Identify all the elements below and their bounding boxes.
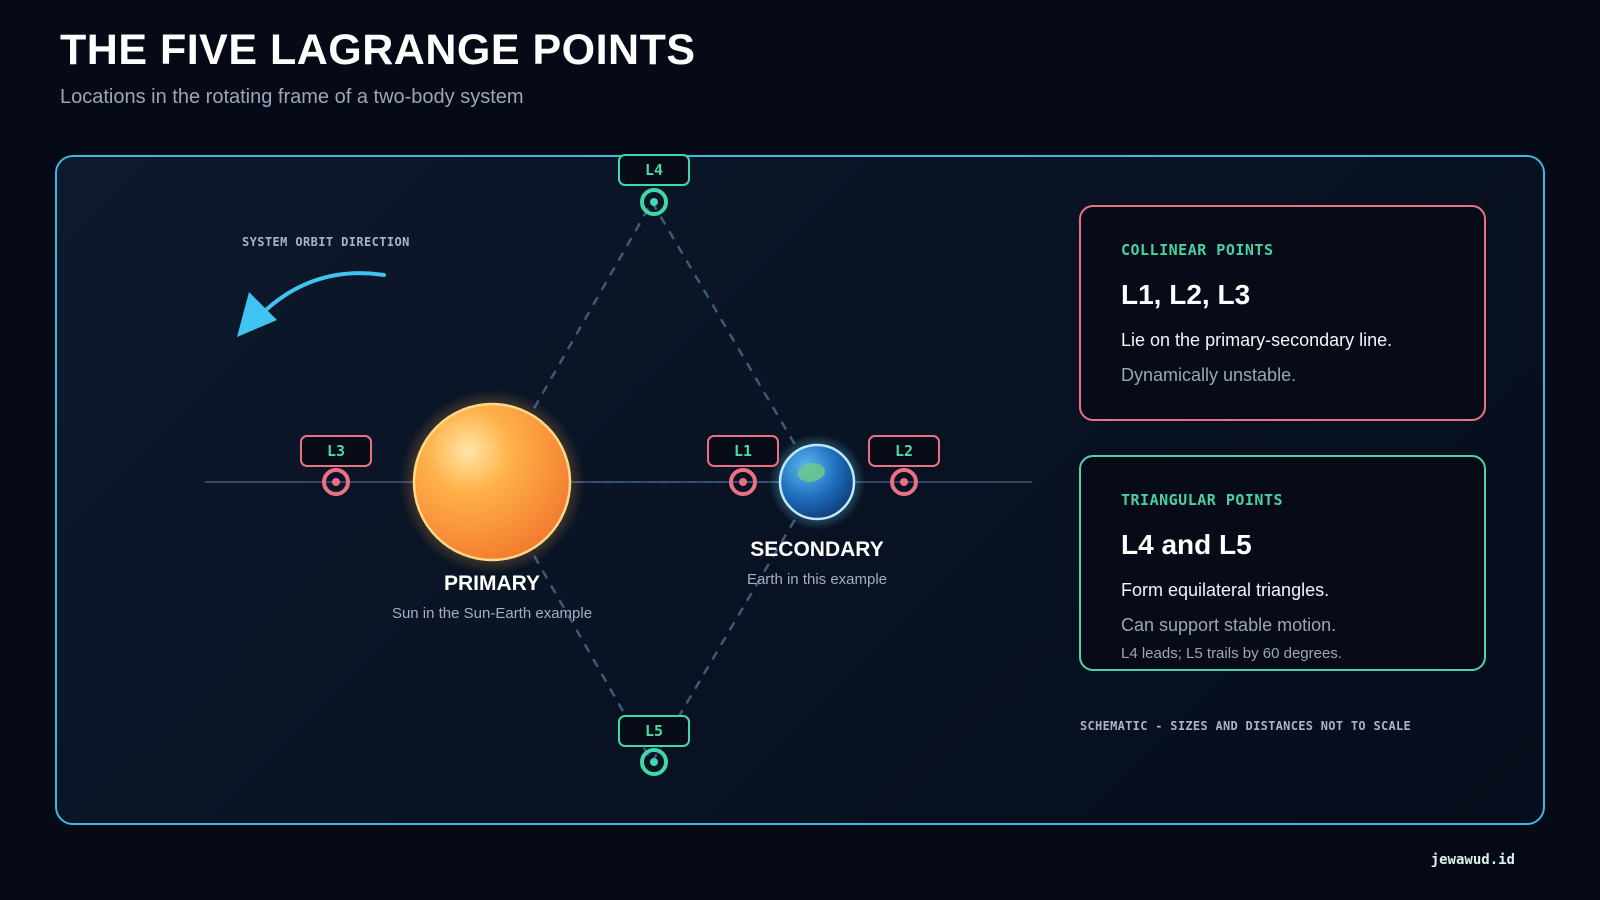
scale-disclaimer: SCHEMATIC - SIZES AND DISTANCES NOT TO S…	[1080, 719, 1412, 733]
lagrange-diagram: SYSTEM ORBIT DIRECTION PRIMARY Sun in th…	[205, 154, 1032, 776]
primary-label: PRIMARY	[444, 572, 540, 595]
orbit-arrow-head-icon	[237, 292, 277, 337]
secondary-label: SECONDARY	[750, 538, 883, 561]
card-kicker: TRIANGULAR POINTS	[1121, 491, 1284, 509]
lagrange-point-L1[interactable]: L1	[707, 435, 779, 496]
point-label-L3: L3	[327, 442, 345, 460]
secondary-land-icon	[797, 462, 825, 483]
triangular-points-card: TRIANGULAR POINTS L4 and L5 Form equilat…	[1079, 455, 1486, 671]
orbit-direction-label: SYSTEM ORBIT DIRECTION	[242, 235, 410, 249]
card-footnote: L4 leads; L5 trails by 60 degrees.	[1121, 645, 1342, 662]
card-heading: L1, L2, L3	[1121, 279, 1251, 310]
point-label-L2: L2	[895, 442, 913, 460]
point-marker-icon	[640, 748, 668, 776]
card-description: Form equilateral triangles.	[1121, 580, 1330, 600]
point-marker-icon	[322, 468, 350, 496]
card-kicker: COLLINEAR POINTS	[1121, 241, 1274, 259]
primary-caption: Sun in the Sun-Earth example	[392, 605, 592, 622]
card-description: Lie on the primary-secondary line.	[1121, 330, 1393, 350]
secondary-caption: Earth in this example	[747, 571, 887, 588]
point-marker-icon	[729, 468, 757, 496]
point-marker-icon	[640, 188, 668, 216]
card-note: Dynamically unstable.	[1121, 365, 1297, 385]
lagrange-point-L2[interactable]: L2	[868, 435, 940, 496]
footer-credit: jewawud.id	[1430, 852, 1515, 868]
point-label-L5: L5	[645, 722, 663, 740]
point-label-L4: L4	[645, 161, 663, 179]
page-title: THE FIVE LAGRANGE POINTS	[60, 26, 696, 74]
primary-body	[412, 402, 572, 562]
page-subtitle: Locations in the rotating frame of a two…	[60, 86, 524, 108]
lagrange-point-L5[interactable]: L5	[618, 715, 690, 776]
orbit-direction-arrow	[265, 271, 386, 311]
point-label-L1: L1	[734, 442, 752, 460]
point-marker-icon	[890, 468, 918, 496]
secondary-body	[778, 443, 856, 521]
card-heading: L4 and L5	[1121, 529, 1252, 560]
collinear-points-card: COLLINEAR POINTS L1, L2, L3 Lie on the p…	[1079, 205, 1486, 421]
card-note: Can support stable motion.	[1121, 615, 1337, 635]
lagrange-point-L3[interactable]: L3	[300, 435, 372, 496]
lagrange-point-L4[interactable]: L4	[618, 154, 690, 216]
